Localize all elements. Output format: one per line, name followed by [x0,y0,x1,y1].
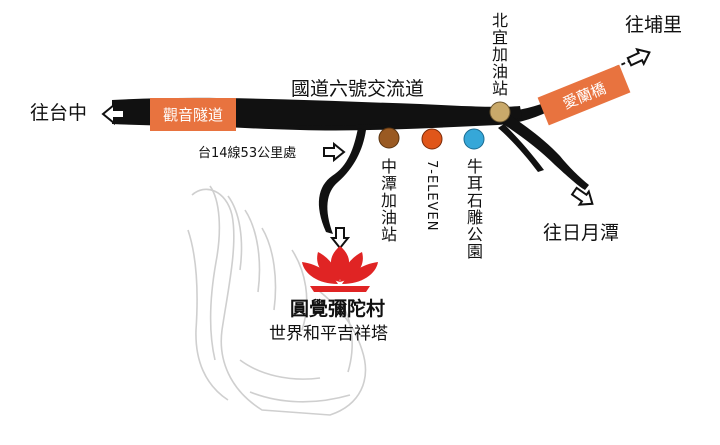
arrow-sun-moon-lake-icon [570,186,594,206]
poi-label-7eleven: 7-ELEVEN [424,160,439,232]
branch-road-to-sun-moon-lake [500,114,589,190]
lotus-logo-icon [302,246,378,292]
poi-dot-7eleven [421,128,443,150]
praying-hands-sketch [187,185,367,416]
direction-sun-moon-lake-label: 往日月潭 [543,222,620,244]
arrow-puli-icon [626,47,651,67]
junction-marker-label: 台14線53公里處 [198,146,297,161]
poi-label-zhongtan-gas: 中潭加油站 [378,158,397,243]
expressway-name-label: 國道六號交流道 [291,78,425,100]
poi-dot-zhongtan-gas [378,127,400,149]
arrow-right-junction-icon [323,141,346,163]
poi-dots [378,101,511,150]
direction-puli-label: 往埔里 [625,14,683,36]
destination-subtitle: 世界和平吉祥塔 [269,324,388,344]
poi-dot-niuer-park [463,128,485,150]
branch-road-to-destination [318,128,366,234]
arrow-left-taichung-icon [101,102,125,126]
tunnel-label-box: 觀音隧道 [150,98,236,131]
destination-name: 圓覺彌陀村 [290,298,386,320]
arrow-down-destination-icon [329,227,351,250]
poi-dot-beiyi-gas [489,101,511,123]
direction-taichung-label: 往台中 [30,102,88,124]
poi-label-beiyi-gas: 北宜加油站 [489,12,508,97]
poi-label-niuer-park: 牛耳石雕公園 [464,158,483,260]
